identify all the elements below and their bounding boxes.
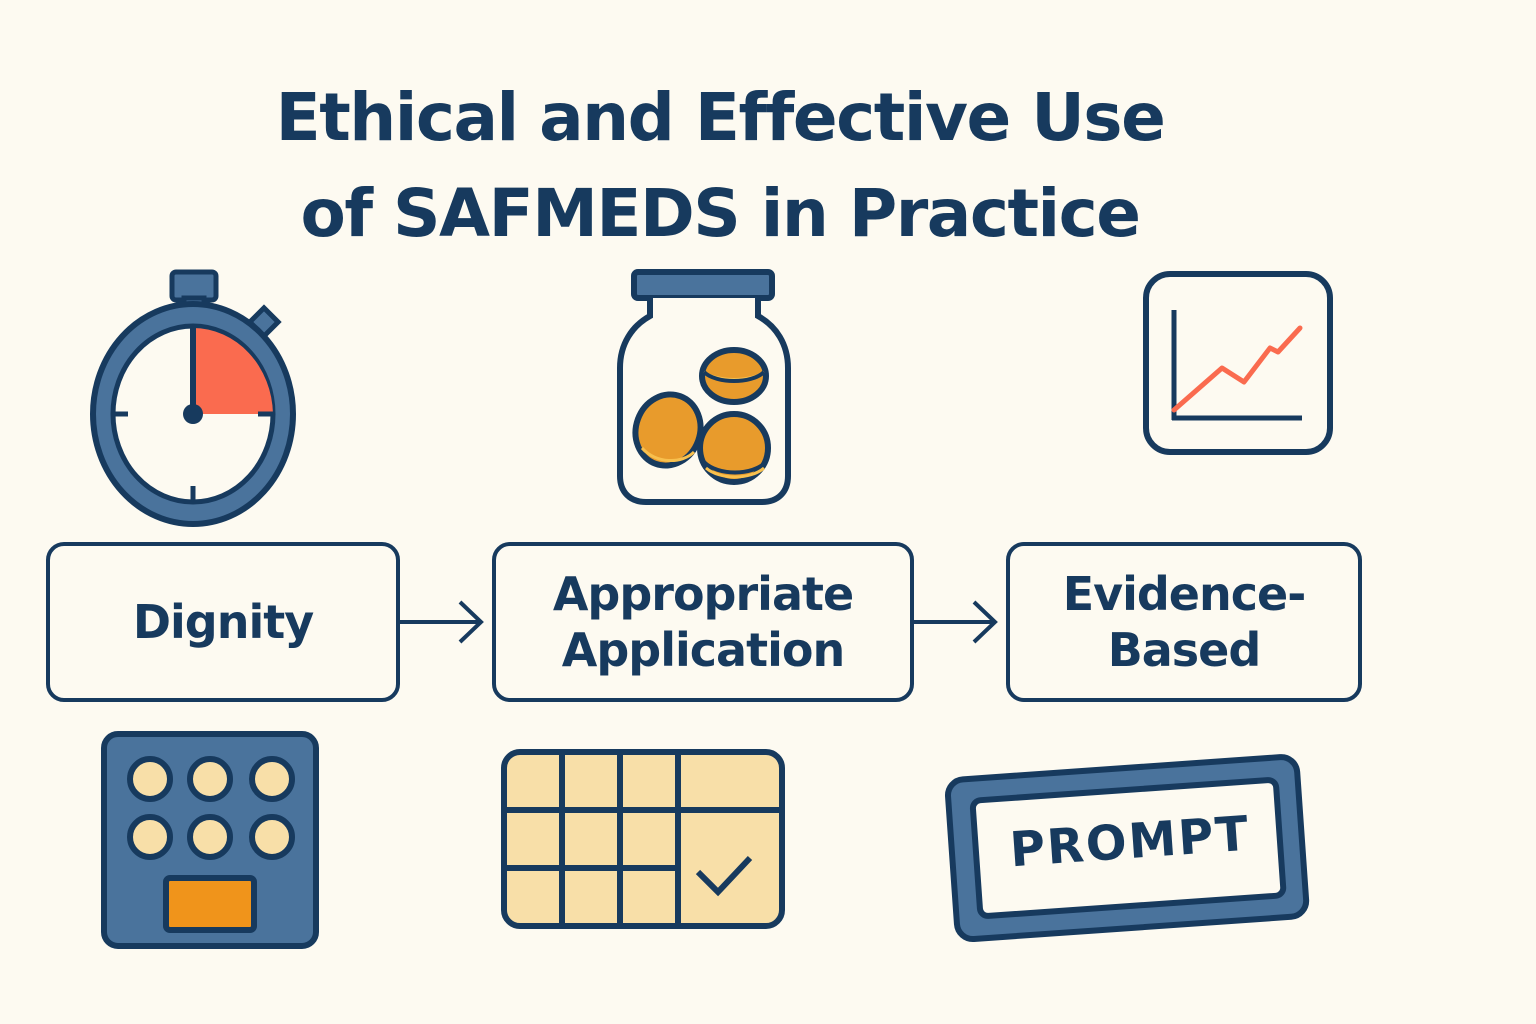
- title-line-1: Ethical and Effective Use: [275, 79, 1166, 156]
- prompt-sign-icon: PROMPT: [940, 744, 1316, 950]
- flow-step-label-line-2: Based: [1107, 623, 1262, 677]
- flow-step-label-line-1: Evidence-: [1062, 567, 1307, 621]
- flow-step-appropriate-application: Appropriate Application: [492, 542, 914, 702]
- flow-step-label-line-1: Appropriate: [552, 567, 854, 621]
- flow-step-dignity: Dignity: [46, 542, 400, 702]
- flow-step-label: Dignity: [132, 595, 314, 649]
- page-title: Ethical and Effective Use of SAFMEDS in …: [200, 70, 1240, 262]
- arrow-right-icon: [400, 600, 486, 644]
- arrow-right-icon: [914, 600, 1000, 644]
- flow-step-label-line-2: Application: [561, 623, 845, 677]
- button-panel-icon: [100, 730, 320, 950]
- coin-jar-icon: [612, 268, 796, 508]
- flow-step-evidence-based: Evidence- Based: [1006, 542, 1362, 702]
- stopwatch-icon: [86, 268, 306, 530]
- title-line-2: of SAFMEDS in Practice: [300, 175, 1141, 252]
- line-chart-icon: [1142, 270, 1334, 456]
- calendar-check-icon: [500, 748, 786, 930]
